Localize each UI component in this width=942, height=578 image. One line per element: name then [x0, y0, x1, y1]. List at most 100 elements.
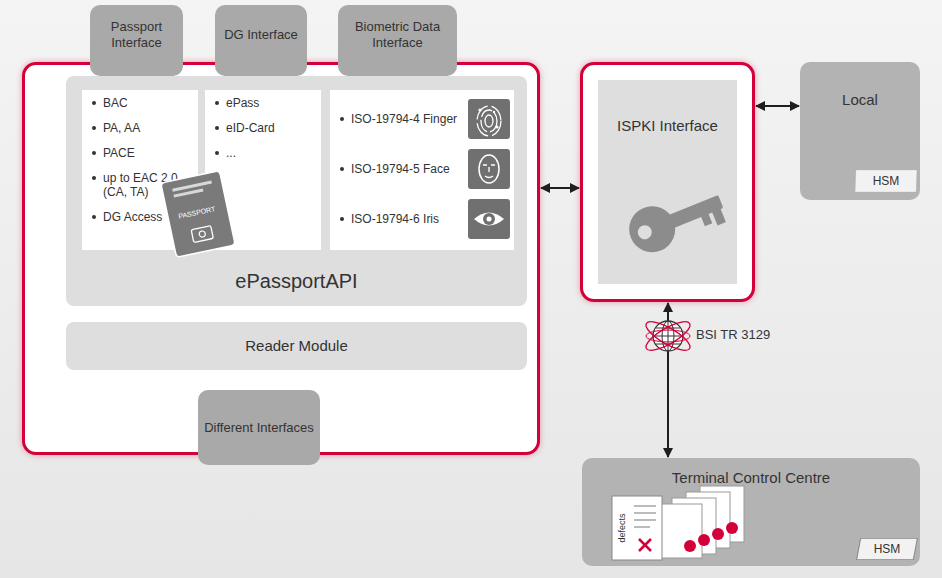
- art-shape: [173, 188, 203, 197]
- art-shape: [646, 330, 690, 342]
- text-block: ePassportAPI: [66, 266, 527, 296]
- list-item: up to EAC 2.0 (CA, TA): [92, 171, 192, 199]
- text-block: Different Interfaces: [202, 390, 316, 465]
- art-shape: [483, 213, 495, 225]
- art-shape: [712, 207, 726, 225]
- node-label: HSM: [873, 174, 900, 188]
- bullet-list: ISO-19794-4 FingerISO-19794-5 FaceISO-19…: [340, 112, 468, 262]
- text-block: ISPKI Interface: [601, 101, 734, 151]
- art-shape: [161, 171, 235, 258]
- interface-tab: Different Interfaces: [198, 390, 320, 465]
- art-shape: [642, 317, 693, 356]
- node-label: HSM: [874, 542, 901, 556]
- text-block: Terminal Control Centre: [586, 466, 916, 490]
- interface-tab: Passport Interface: [90, 5, 183, 76]
- list-item: DG Access: [92, 210, 192, 224]
- art-shape: [468, 199, 510, 239]
- bullet-dot: [92, 151, 96, 155]
- list-item: ...: [215, 146, 315, 160]
- art-shape: [712, 528, 724, 540]
- bullet-dot: [215, 126, 219, 130]
- art-shape: [483, 165, 495, 178]
- bullet-dot: [340, 117, 344, 121]
- art-shape: [684, 540, 696, 552]
- biometric-list: ISO-19794-4 FingerISO-19794-5 FaceISO-19…: [330, 90, 514, 250]
- art-shape: [658, 504, 702, 558]
- ispki-frame: ISPKI Interface: [580, 62, 755, 302]
- art-shape: [172, 180, 212, 191]
- key-icon: [622, 180, 729, 259]
- node-label: ISPKI Interface: [617, 117, 718, 135]
- documents-icon: [612, 486, 744, 560]
- list-item: PA, AA: [92, 121, 192, 135]
- document-list: ePasseID-Card...: [205, 90, 321, 250]
- art-shape: [483, 165, 495, 178]
- list-text: ...: [226, 146, 236, 160]
- list-text: PA, AA: [103, 121, 140, 135]
- art-shape: [700, 212, 712, 226]
- local-box: HSM Local: [800, 62, 920, 200]
- list-text: ISO-19794-5 Face: [351, 162, 450, 176]
- list-text: PACE: [103, 146, 135, 160]
- node-label: Local: [842, 91, 878, 109]
- iris-icon: [468, 199, 510, 239]
- list-text: up to EAC 2.0 (CA, TA): [103, 171, 192, 199]
- hsm-outline: [857, 538, 918, 559]
- list-item: BAC: [92, 96, 192, 110]
- art-shape: [487, 217, 492, 222]
- bullet-dot: [215, 151, 219, 155]
- double-arrow: [756, 105, 799, 107]
- hsm-outline: [855, 170, 917, 192]
- protocol-list: BAC PA, AA PACE up to EAC 2.0 (CA, TA) DG Ac…: [82, 90, 198, 250]
- text-block: Passport Interface: [92, 9, 181, 61]
- art-shape: [698, 534, 710, 546]
- fingerprint-icon: [468, 99, 510, 139]
- bullet-dot: [92, 126, 96, 130]
- art-shape: [639, 539, 651, 551]
- art-shape: [726, 522, 738, 534]
- face-icon: [468, 149, 510, 189]
- list-text: ePass: [226, 96, 259, 110]
- node-label: Reader Module: [245, 337, 348, 355]
- text-block: HSM: [856, 538, 918, 560]
- art-shape: [612, 496, 662, 560]
- passport-card: [161, 171, 235, 258]
- bullet-list: BAC PA, AA PACE up to EAC 2.0 (CA, TA) DG Ac…: [92, 96, 192, 235]
- art-shape: [622, 199, 682, 259]
- text-block: Local: [804, 88, 916, 112]
- text-block: Biometric Data Interface: [340, 9, 455, 61]
- list-item: ISO-19794-5 Face: [340, 162, 468, 176]
- art-shape: [477, 106, 501, 136]
- text-block: DG Interface: [217, 9, 305, 61]
- art-shape: [493, 111, 495, 113]
- bullet-dot: [340, 217, 344, 221]
- art-shape: [653, 321, 683, 351]
- art-shape: [634, 506, 656, 527]
- art-shape: [662, 321, 674, 351]
- list-text: ISO-19794-6 Iris: [351, 212, 439, 226]
- protocol-label: BSI TR 3129: [696, 327, 770, 342]
- list-item: PACE: [92, 146, 192, 160]
- control-centre-box: HSM Terminal Control Centre: [582, 458, 920, 566]
- node-label: Passport Interface: [92, 19, 181, 50]
- bullet-list: ePasseID-Card...: [215, 96, 315, 171]
- art-shape: [495, 125, 498, 128]
- art-shape: [485, 115, 493, 127]
- art-shape: [658, 486, 744, 558]
- art-shape: [477, 106, 501, 136]
- art-shape: [686, 492, 730, 548]
- art-shape: [478, 108, 498, 128]
- art-shape: [653, 321, 683, 351]
- hsm-tag: HSM: [855, 170, 917, 192]
- double-arrow: [541, 187, 579, 189]
- art-shape: [642, 317, 693, 356]
- art-shape: [481, 110, 497, 132]
- bullet-dot: [92, 176, 96, 180]
- art-shape: [478, 108, 481, 111]
- network-globe: [642, 317, 693, 356]
- bullet-dot: [92, 101, 96, 105]
- list-text: BAC: [103, 96, 128, 110]
- text-block: HSM: [855, 170, 917, 192]
- art-shape: [468, 99, 510, 139]
